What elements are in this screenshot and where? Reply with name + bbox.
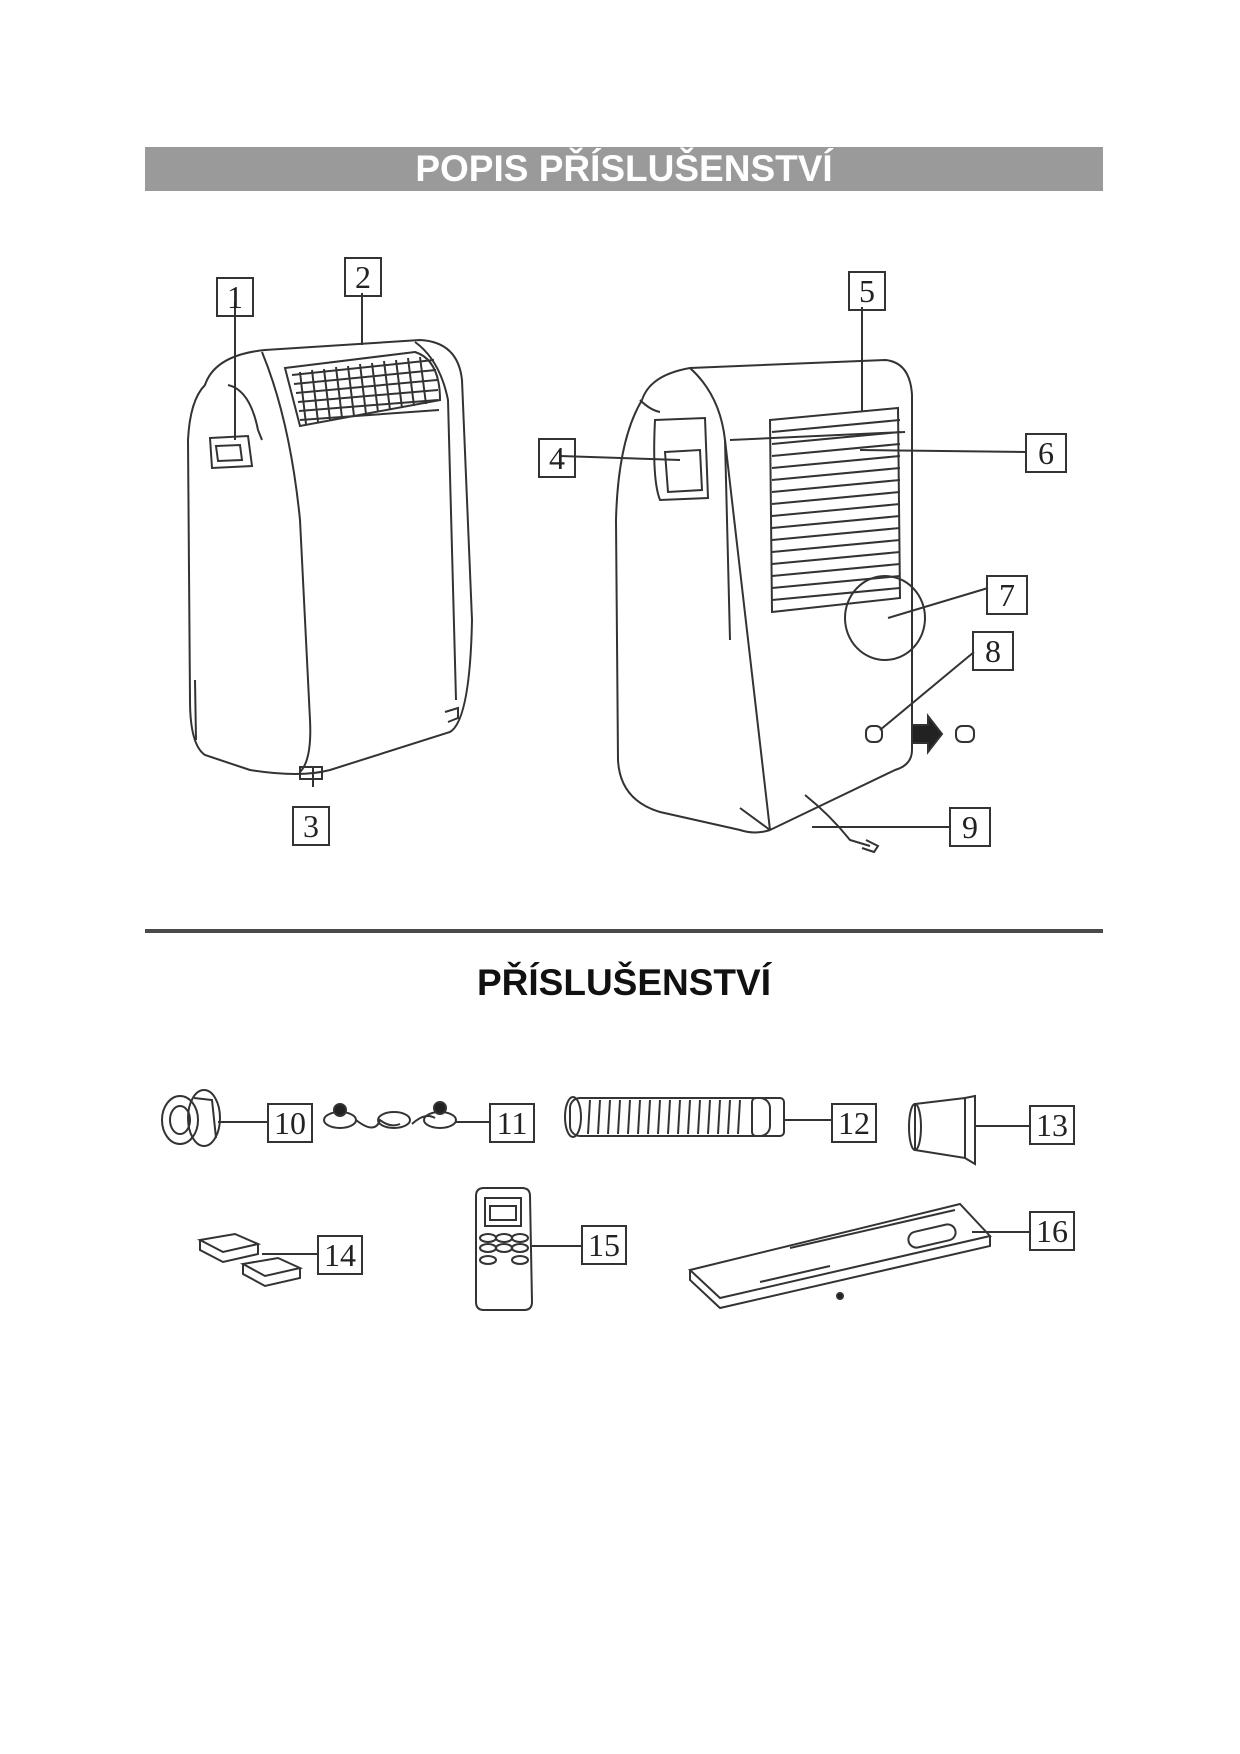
accessory-11-illustration [323, 1101, 457, 1129]
callout-13: 13 [1036, 1107, 1068, 1143]
callout-12: 12 [838, 1105, 870, 1141]
callout-14: 14 [324, 1237, 356, 1273]
callout-16: 16 [1036, 1213, 1068, 1249]
accessory-10-illustration [161, 1089, 221, 1147]
callout-1: 1 [227, 279, 243, 315]
callout-10: 10 [274, 1105, 306, 1141]
section-heading-banner: POPIS PŘÍSLUŠENSTVÍ [145, 147, 1103, 191]
section-divider [145, 929, 1103, 933]
rear-unit-illustration [614, 358, 975, 854]
callout-2: 2 [355, 259, 371, 295]
callout-9: 9 [962, 809, 978, 845]
front-unit-illustration [186, 338, 474, 780]
accessory-12-illustration [564, 1096, 785, 1138]
callout-4: 4 [549, 440, 565, 476]
accessory-15-illustration [475, 1187, 534, 1311]
accessory-16-illustration [687, 1202, 992, 1310]
accessory-13-illustration [908, 1094, 976, 1166]
callout-8: 8 [985, 633, 1001, 669]
callout-6: 6 [1038, 435, 1054, 471]
callout-15: 15 [588, 1227, 620, 1263]
accessory-14-illustration [196, 1232, 304, 1288]
callout-5: 5 [859, 273, 875, 309]
accessories-heading: PŘÍSLUŠENSTVÍ [477, 962, 771, 1003]
callout-11: 11 [497, 1105, 528, 1141]
callout-7: 7 [999, 577, 1015, 613]
callout-3: 3 [303, 808, 319, 844]
